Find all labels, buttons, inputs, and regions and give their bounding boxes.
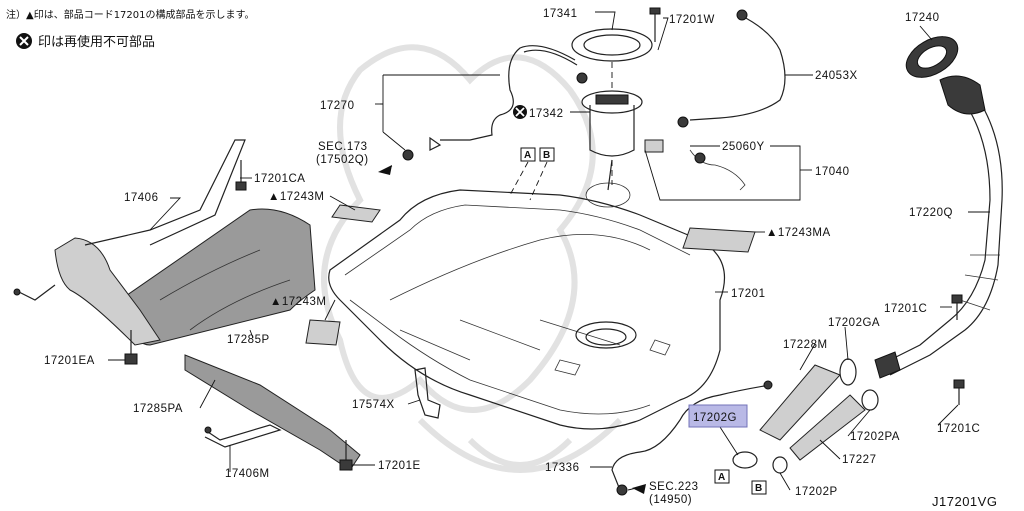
tube-17270 (402, 45, 588, 161)
svg-text:A: A (718, 472, 725, 483)
harness-24053x (677, 9, 786, 128)
bolt-17201ea (124, 330, 138, 365)
svg-text:A: A (524, 150, 531, 161)
non-reusable-note: 印は再使用不可部品 (38, 34, 155, 50)
label-17201w[interactable]: 17201W (669, 14, 715, 26)
bolt-17201w (649, 7, 661, 42)
label-17574x[interactable]: 17574X (352, 399, 395, 411)
label-17202p[interactable]: 17202P (795, 486, 838, 498)
bolt-17201c-lower (953, 379, 965, 405)
label-17243m-top[interactable]: ▲17243M (268, 191, 324, 203)
label-17342[interactable]: 17342 (529, 108, 563, 120)
sec223-arrow-icon (632, 484, 646, 494)
label-17202pa[interactable]: 17202PA (850, 431, 900, 443)
label-17202ga[interactable]: 17202GA (828, 317, 880, 329)
label-17270[interactable]: 17270 (320, 100, 354, 112)
filler-tube-17220q (874, 75, 1003, 379)
label-17285pa[interactable]: 17285PA (133, 403, 183, 415)
tube-17336 (611, 380, 773, 496)
clamp-17202pa (861, 389, 879, 411)
fuel-tank-17201 (328, 182, 726, 430)
cap-17240 (905, 36, 959, 78)
label-17341[interactable]: 17341 (543, 8, 577, 20)
label-17228m[interactable]: 17228M (783, 339, 828, 351)
label-17406m[interactable]: 17406M (225, 468, 270, 480)
label-17240[interactable]: 17240 (905, 12, 939, 24)
label-17227[interactable]: 17227 (842, 454, 876, 466)
label-25060y[interactable]: 25060Y (722, 141, 765, 153)
circle-x-icon-17342 (513, 105, 527, 119)
fuel-pump-17040 (581, 90, 746, 191)
label-sec173-code[interactable]: (17502Q) (316, 154, 369, 166)
drawing-id: J17201VG (932, 494, 997, 509)
clamp-17202p (772, 456, 788, 474)
svg-text:B: B (543, 150, 550, 161)
label-sec173[interactable]: SEC.173 (318, 141, 368, 153)
label-17202g[interactable]: 17202G (693, 412, 737, 424)
strap-left (13, 284, 56, 301)
label-17201c-upper[interactable]: 17201C (884, 303, 927, 315)
pad-17243m-mid (305, 319, 341, 346)
circle-x-icon (16, 33, 32, 49)
label-17201ca[interactable]: 17201CA (254, 173, 305, 185)
label-sec223[interactable]: SEC.223 (649, 481, 699, 493)
bolt-17201ca (235, 160, 247, 191)
leader-lines (108, 11, 990, 491)
label-17201[interactable]: 17201 (731, 288, 765, 300)
svg-text:B: B (755, 483, 762, 494)
lock-ring-17341 (571, 28, 653, 62)
label-17201c-lower[interactable]: 17201C (937, 423, 980, 435)
legend-note: 注）▲印は、部品コード17201の構成部品を示します。 (6, 8, 255, 21)
ref-box-a-tank: A (520, 147, 536, 162)
label-17406[interactable]: 17406 (124, 192, 158, 204)
bracket-17406m (204, 424, 282, 448)
label-17285p[interactable]: 17285P (227, 334, 270, 346)
hose-17228m (759, 364, 841, 441)
label-17040[interactable]: 17040 (815, 166, 849, 178)
label-17243ma[interactable]: ▲17243MA (766, 227, 831, 239)
pad-17243m-top (331, 204, 381, 223)
clamp-17202ga (839, 358, 857, 386)
label-17201e[interactable]: 17201E (378, 460, 421, 472)
label-17336[interactable]: 17336 (545, 462, 579, 474)
bracket-17574x (414, 367, 441, 419)
insulator-17285pa (184, 354, 361, 471)
highlight-17202g (688, 404, 748, 428)
label-17201ea[interactable]: 17201EA (44, 355, 95, 367)
watermark (321, 44, 623, 473)
label-sec223-code[interactable]: (14950) (649, 494, 692, 506)
ref-box-b-hose: B (751, 480, 767, 495)
clamp-17202g (732, 451, 758, 469)
label-24053x[interactable]: 24053X (815, 70, 858, 82)
pad-17243ma (682, 227, 756, 253)
label-17220q[interactable]: 17220Q (909, 207, 953, 219)
bolt-17201c-upper (951, 294, 963, 320)
hose-17227 (789, 394, 866, 461)
ref-box-b-tank: B (539, 147, 555, 162)
label-17243m-mid[interactable]: ▲17243M (270, 296, 326, 308)
sec173-arrow-icon (378, 165, 392, 175)
ref-box-a-hose: A (714, 469, 730, 484)
